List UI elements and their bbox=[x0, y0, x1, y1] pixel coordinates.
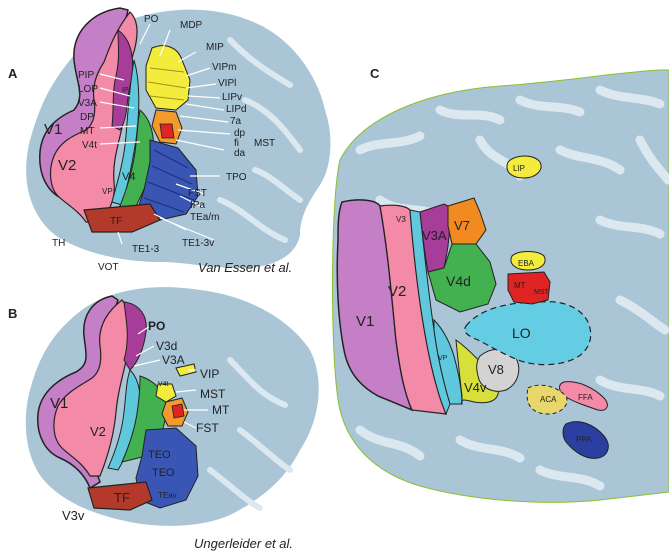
panel-b-citation: Ungerleider et al. bbox=[194, 536, 293, 551]
panel-a-letter: A bbox=[8, 66, 18, 81]
panel-c-label-v3a: V3A bbox=[422, 228, 447, 243]
panel-a-label-vot: VOT bbox=[98, 262, 119, 273]
panel-b-label-te: TEav bbox=[158, 491, 177, 500]
panel-c-label-v8: V8 bbox=[488, 362, 504, 377]
panel-a-label-v2: V2 bbox=[58, 157, 76, 174]
panel-a-label-te13v: TE1-3v bbox=[182, 238, 214, 249]
panel-a-label-fst: FST bbox=[188, 188, 207, 199]
panel-b-label-v3v: V3v bbox=[62, 508, 85, 523]
panel-c-label-mt: MT bbox=[514, 281, 526, 290]
panel-c-letter: C bbox=[370, 66, 380, 81]
panel-c-label-v4d: V4d bbox=[446, 273, 471, 289]
panel-a-label-ipa: IPa bbox=[190, 200, 205, 211]
panel-a-label-vipl: VIPl bbox=[218, 78, 236, 89]
panel-b-letter: B bbox=[8, 306, 17, 321]
panel-c-label-v7: V7 bbox=[454, 218, 470, 233]
panel-a-label-tf: TF bbox=[110, 216, 122, 227]
panel-b-label-fst: FST bbox=[196, 421, 219, 435]
panel-a-label-dp: DP bbox=[80, 112, 94, 123]
panel-a-label-v3a: V3A bbox=[78, 98, 97, 109]
panel-a-label-mdp: MDP bbox=[180, 20, 203, 31]
panel-b-label-mst: MST bbox=[200, 387, 226, 401]
panel-a-label-pip: PIP bbox=[78, 70, 94, 81]
panel-c-label-aca: ACA bbox=[540, 395, 557, 404]
panel-a-label-v1: V1 bbox=[44, 121, 62, 138]
panel-a-label-v4t: V4t bbox=[82, 140, 97, 151]
panel-a-mt bbox=[160, 124, 174, 138]
panel-a-label-te13: TE1-3 bbox=[132, 244, 160, 255]
panel-a-label-ip: IP bbox=[122, 87, 129, 94]
panel-b-label-po: PO bbox=[148, 319, 165, 333]
panel-c-label-vp: VP bbox=[438, 355, 448, 362]
panel-b: B PO V3d V3A VIP V4t MST MT FST V1 V2 TE… bbox=[8, 287, 319, 551]
panel-a-label-vp: VP bbox=[102, 187, 113, 196]
panel-c-label-v4v: V4v bbox=[464, 380, 487, 395]
panel-b-label-teo-1: TEO bbox=[148, 449, 171, 461]
panel-a-citation: Van Essen et al. bbox=[198, 260, 292, 275]
panel-c-label-v2: V2 bbox=[388, 283, 406, 300]
panel-a-label-po: PO bbox=[144, 14, 159, 25]
panel-c-label-lo: LO bbox=[512, 325, 531, 341]
panel-a-label-lipv: LIPv bbox=[222, 92, 242, 103]
panel-a-label-tea: TEa/m bbox=[190, 212, 219, 223]
panel-c: C LIP V3 bbox=[333, 66, 669, 502]
panel-b-label-tf: TF bbox=[114, 490, 130, 505]
panel-b-label-mt: MT bbox=[212, 403, 230, 417]
panel-a-label-lop: LOP bbox=[78, 84, 98, 95]
panel-a-label-mip: MIP bbox=[206, 42, 224, 53]
panel-a-label-lipd: LIPd bbox=[226, 104, 247, 115]
panel-c-label-v3: V3 bbox=[396, 215, 406, 224]
panel-c-label-ppa: PPA bbox=[576, 435, 592, 444]
panel-a-label-7a: 7a bbox=[230, 116, 242, 127]
panel-a-label-mst: MST bbox=[254, 138, 275, 149]
panel-c-label-ffa: FFA bbox=[578, 393, 593, 402]
panel-b-label-v2: V2 bbox=[90, 424, 106, 439]
panel-a-label-vipm: VIPm bbox=[212, 62, 236, 73]
panel-c-label-lip: LIP bbox=[513, 164, 525, 173]
panel-a-label-da: da bbox=[234, 148, 246, 159]
panel-a: A PO MDP MIP VIPm VIPl LIPv LIPd 7a dp f… bbox=[8, 8, 330, 275]
panel-c-label-eba: EBA bbox=[518, 259, 535, 268]
panel-b-label-vip: VIP bbox=[200, 367, 219, 381]
panel-b-label-v3a: V3A bbox=[162, 353, 185, 367]
panel-b-label-teo-2: TEO bbox=[152, 467, 175, 479]
panel-a-label-tpo: TPO bbox=[226, 172, 247, 183]
panel-b-label-v1: V1 bbox=[50, 395, 68, 412]
panel-c-label-v1: V1 bbox=[356, 313, 374, 330]
panel-b-label-v3d: V3d bbox=[156, 339, 177, 353]
panel-c-label-mst: MST bbox=[534, 289, 550, 296]
panel-a-label-th: TH bbox=[52, 238, 65, 249]
panel-a-label-v4: V4 bbox=[122, 171, 135, 183]
panel-a-label-mt: MT bbox=[80, 126, 94, 137]
panel-b-mt bbox=[172, 404, 184, 418]
panel-b-label-v4t: V4t bbox=[158, 381, 169, 388]
